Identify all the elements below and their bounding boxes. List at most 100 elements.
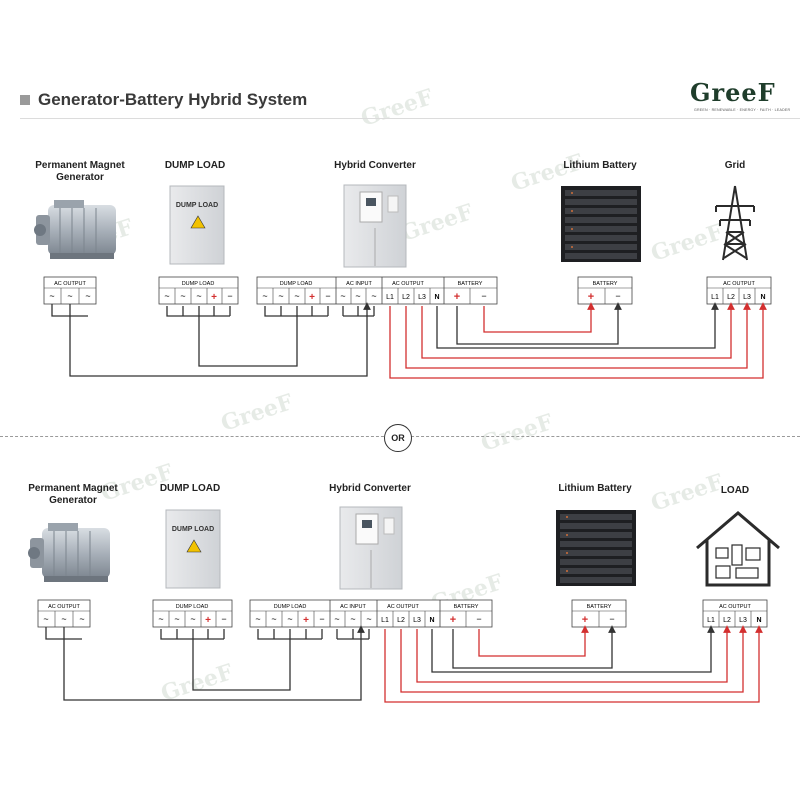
terminal-negative: − — [609, 614, 614, 624]
logo-text: GreeF — [690, 78, 776, 107]
terminal-ac: ~ — [271, 614, 276, 624]
terminal-ac: ~ — [190, 614, 195, 624]
terminal-negative: − — [227, 291, 232, 301]
terminal-ac: ~ — [294, 291, 299, 301]
dump-load-cabinet — [169, 185, 225, 265]
converter-label: Hybrid Converter — [329, 483, 411, 494]
terminal-l3: L3 — [413, 617, 421, 624]
terminal-negative: − — [319, 614, 324, 624]
terminal-ac: ~ — [262, 291, 267, 301]
terminal-ac: ~ — [43, 614, 48, 624]
converter-group-header: AC INPUT — [346, 281, 372, 287]
page-title: Generator-Battery Hybrid System — [38, 90, 308, 109]
terminal-ac: ~ — [49, 291, 54, 301]
battery-label: Lithium Battery — [558, 483, 632, 494]
terminal-l3: L3 — [743, 294, 751, 301]
terminal-positive: + — [303, 615, 309, 626]
terminal-negative: − — [221, 614, 226, 624]
brand-logo: GreeF GREEN · RENEWABLE · ENERGY · FAITH… — [690, 78, 790, 118]
terminal-ac: ~ — [158, 614, 163, 624]
dump-load-box-text: DUMP LOAD — [176, 202, 218, 209]
terminal-ac: ~ — [174, 614, 179, 624]
terminal-n: N — [434, 294, 439, 301]
terminal-l2: L2 — [727, 294, 735, 301]
terminal-l3: L3 — [418, 294, 426, 301]
terminal-ac: ~ — [355, 291, 360, 301]
terminal-ac: ~ — [61, 614, 66, 624]
terminal-header: AC OUTPUT — [723, 281, 755, 287]
dump-load-box-text: DUMP LOAD — [172, 526, 214, 533]
terminal-header: BATTERY — [593, 281, 618, 287]
terminal-ac: ~ — [196, 291, 201, 301]
terminal-ac: ~ — [255, 614, 260, 624]
terminal-ac: ~ — [180, 291, 185, 301]
terminal-positive: + — [205, 615, 211, 626]
converter-terminal-block — [249, 599, 493, 628]
terminal-negative: − — [615, 291, 620, 301]
terminal-header: BATTERY — [587, 604, 612, 610]
converter-group-header: BATTERY — [454, 604, 479, 610]
terminal-ac: ~ — [334, 614, 339, 624]
terminal-ac: ~ — [287, 614, 292, 624]
converter-group-header: DUMP LOAD — [280, 281, 313, 287]
converter-group-header: AC INPUT — [340, 604, 366, 610]
battery-terminal-block — [577, 276, 633, 305]
terminal-negative: − — [325, 291, 330, 301]
terminal-l2: L2 — [723, 617, 731, 624]
load-terminal-block — [702, 599, 768, 628]
terminal-l2: L2 — [397, 617, 405, 624]
terminal-header: AC OUTPUT — [719, 604, 751, 610]
terminal-ac: ~ — [371, 291, 376, 301]
terminal-ac: ~ — [85, 291, 90, 301]
load-label: LOAD — [720, 485, 750, 496]
terminal-header: AC OUTPUT — [48, 604, 80, 610]
terminal-n: N — [760, 294, 765, 301]
terminal-positive: + — [309, 292, 315, 303]
generator-image — [28, 523, 110, 582]
generator-image — [34, 200, 116, 259]
transmission-tower-icon — [715, 185, 755, 261]
battery-label: Lithium Battery — [563, 160, 637, 171]
converter-group-header: DUMP LOAD — [274, 604, 307, 610]
terminal-header: DUMP LOAD — [176, 604, 209, 610]
terminal-header: DUMP LOAD — [182, 281, 215, 287]
converter-terminal-block — [256, 276, 498, 305]
terminal-l1: L1 — [707, 617, 715, 624]
terminal-ac: ~ — [340, 291, 345, 301]
grid-label: Grid — [724, 160, 746, 171]
terminal-negative: − — [481, 291, 486, 301]
grid-terminal-block — [706, 276, 772, 305]
or-badge: OR — [384, 424, 412, 452]
title-divider — [20, 118, 800, 119]
title-bullet — [20, 95, 30, 105]
converter-cabinet — [343, 184, 407, 268]
converter-group-header: AC OUTPUT — [392, 281, 424, 287]
terminal-ac: ~ — [164, 291, 169, 301]
terminal-l1: L1 — [381, 617, 389, 624]
terminal-positive: + — [454, 291, 460, 303]
converter-group-header: AC OUTPUT — [387, 604, 419, 610]
terminal-l3: L3 — [739, 617, 747, 624]
terminal-ac: ~ — [278, 291, 283, 301]
terminal-positive: + — [582, 614, 588, 626]
terminal-l1: L1 — [386, 294, 394, 301]
dump-load-label: DUMP LOAD — [164, 160, 226, 171]
terminal-ac: ~ — [350, 614, 355, 624]
generator-label: Permanent Magnet Generator — [28, 483, 118, 506]
wires-section1 — [51, 302, 767, 379]
generator-label: Permanent Magnet Generator — [35, 160, 125, 183]
terminal-n: N — [756, 617, 761, 624]
converter-group-header: BATTERY — [458, 281, 483, 287]
terminal-ac: ~ — [67, 291, 72, 301]
logo-tagline: GREEN · RENEWABLE · ENERGY · FAITH · LEA… — [694, 108, 791, 112]
dump-load-terminal-block — [152, 599, 233, 628]
terminal-n: N — [429, 617, 434, 624]
house-icon — [696, 511, 780, 587]
dump-load-cabinet — [165, 509, 221, 589]
terminal-positive: + — [211, 292, 217, 303]
terminal-header: AC OUTPUT — [54, 281, 86, 287]
dump-load-terminal-block — [158, 276, 239, 305]
converter-label: Hybrid Converter — [334, 160, 416, 171]
wires-section2 — [45, 625, 763, 703]
